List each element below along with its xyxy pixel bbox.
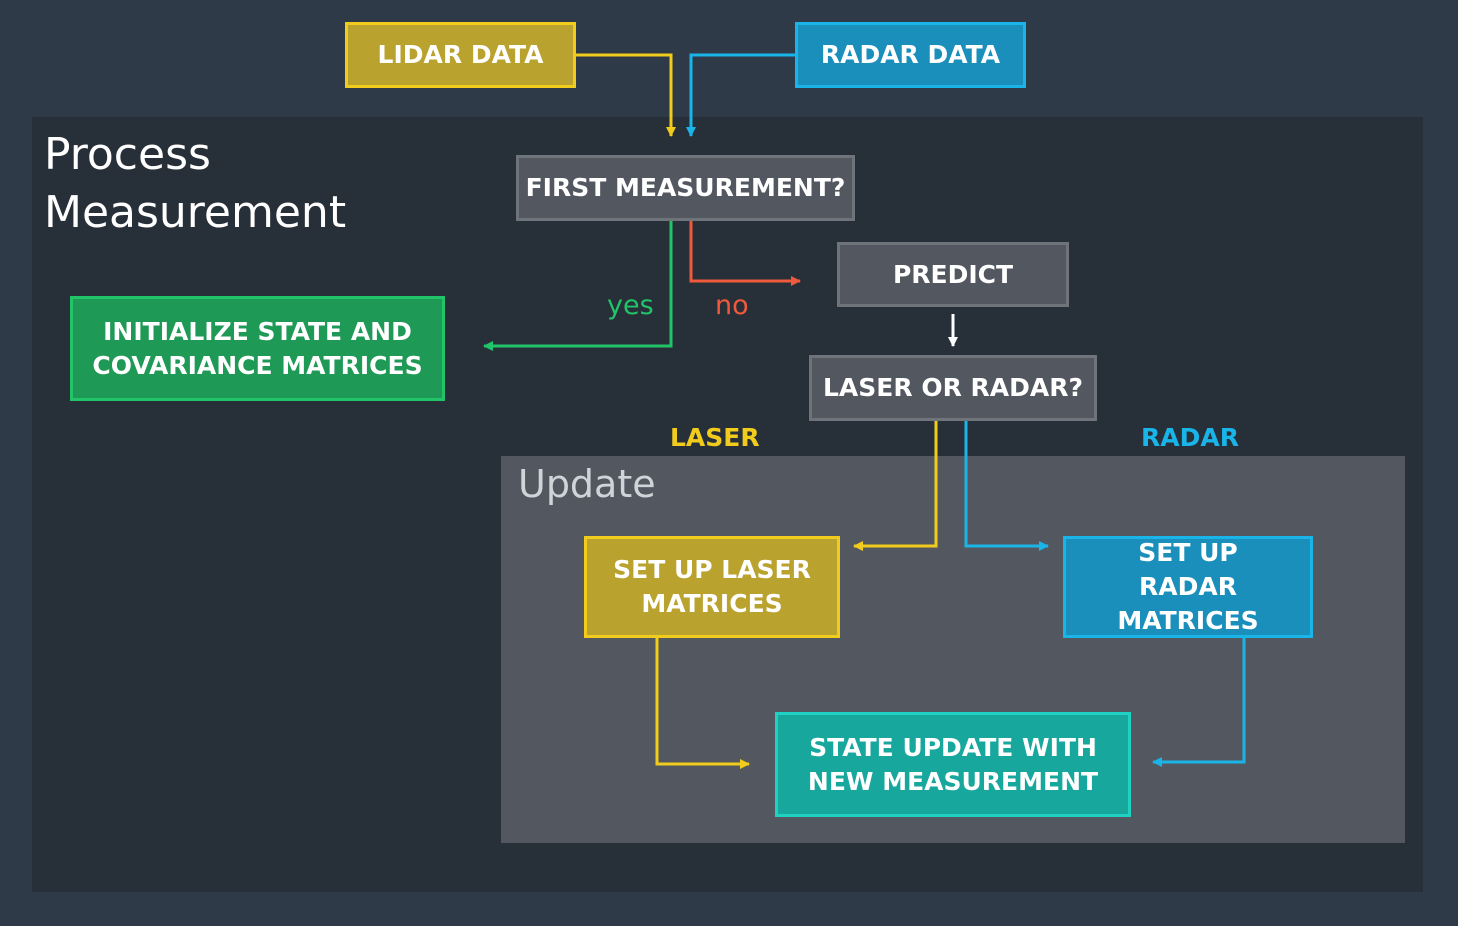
arrow-no-to-predict (689, 221, 801, 286)
radar-data-node: RADAR DATA (795, 22, 1026, 88)
predict-node: PREDICT (837, 242, 1069, 307)
initialize-node: INITIALIZE STATE AND COVARIANCE MATRICES (70, 296, 445, 401)
radar-branch-label: RADAR (1141, 423, 1239, 452)
arrow-yes-to-initialize (483, 221, 673, 351)
arrow-radar-setup-to-update (1152, 638, 1246, 767)
first-measurement-node: FIRST MEASUREMENT? (516, 155, 855, 221)
arrow-laser-to-setup (853, 420, 938, 551)
laser-branch-label: LASER (670, 423, 760, 452)
lidar-data-node: LIDAR DATA (345, 22, 576, 88)
laser-or-radar-node: LASER OR RADAR? (809, 355, 1097, 421)
no-label: no (715, 290, 749, 321)
setup-laser-node: SET UP LASER MATRICES (584, 536, 840, 638)
arrow-radar-to-setup (964, 420, 1049, 551)
arrow-lidar-to-first (576, 53, 676, 137)
arrow-radar-to-first (686, 53, 795, 137)
setup-radar-node: SET UP RADAR MATRICES (1063, 536, 1313, 638)
state-update-node: STATE UPDATE WITH NEW MEASUREMENT (775, 712, 1131, 817)
process-measurement-title: Process Measurement (44, 129, 347, 238)
arrow-laser-setup-to-update (655, 638, 750, 769)
yes-label: yes (607, 290, 654, 321)
update-title: Update (518, 462, 656, 506)
